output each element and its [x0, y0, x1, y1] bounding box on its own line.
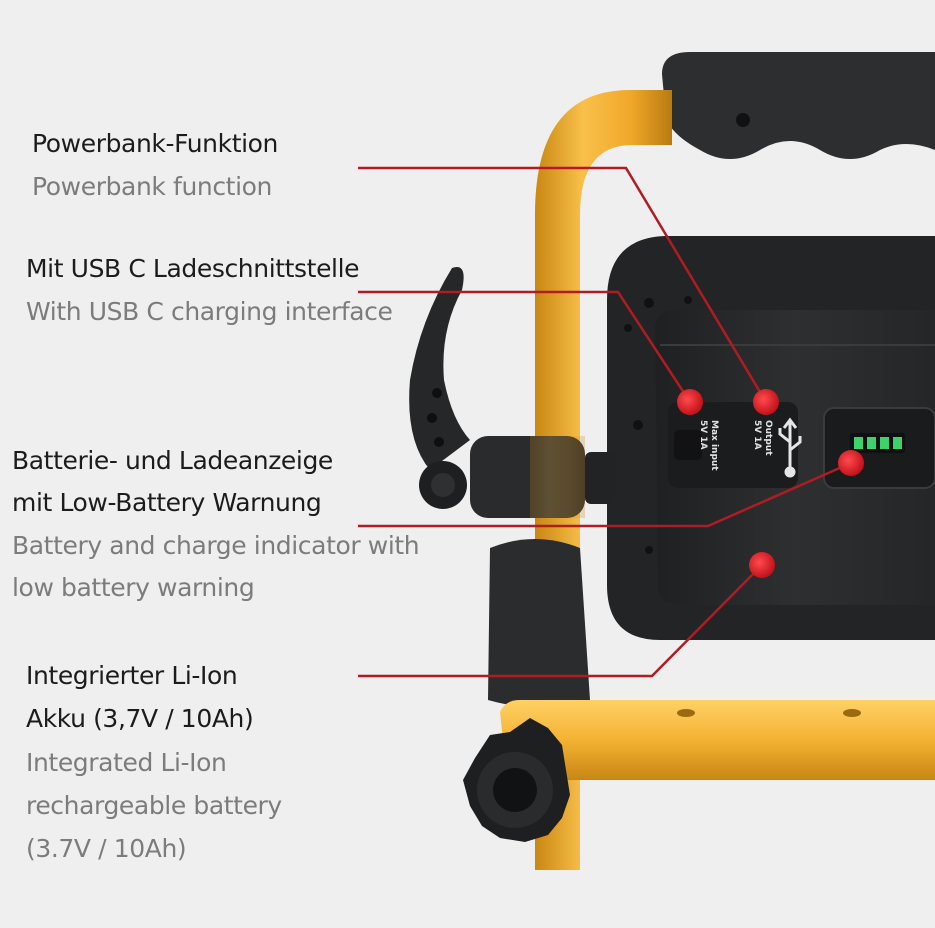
callout-line-usb-c [358, 290, 692, 403]
callout-dot-powerbank [753, 389, 779, 415]
carry-handle [662, 52, 935, 159]
callout-dot-indicator [838, 450, 864, 476]
callout-indicator-de-line1: Batterie- und Ladeanzeige [12, 446, 333, 475]
callout-powerbank-en: Powerbank function [32, 172, 272, 201]
callout-indicator-de-line2: mit Low-Battery Warnung [12, 488, 322, 517]
usb-icon [778, 417, 802, 478]
callout-line-indicator [358, 461, 852, 528]
callout-battery-de-line1: Integrierter Li-Ion [26, 661, 238, 690]
locking-knob [463, 718, 570, 842]
callout-line-powerbank [358, 166, 768, 403]
port-label-input: Max input 5V 1A [698, 420, 719, 471]
callout-usb-c-de: Mit USB C Ladeschnittstelle [26, 254, 360, 283]
callout-indicator-en-line1: Battery and charge indicator with [12, 531, 420, 560]
tilt-lever [409, 266, 470, 509]
callout-dot-battery [749, 552, 775, 578]
callout-line-battery [358, 564, 763, 678]
port-label-output: Output 5V 1A [752, 420, 773, 456]
svg-text:5V 1A: 5V 1A [752, 420, 762, 450]
frame-base [500, 700, 935, 780]
svg-text:5V 1A: 5V 1A [698, 420, 708, 450]
callout-powerbank-de: Powerbank-Funktion [32, 129, 278, 158]
port-cover [668, 402, 798, 488]
callout-usb-c-en: With USB C charging interface [26, 297, 393, 326]
callout-indicator-en-line2: low battery warning [12, 573, 255, 602]
lamp-housing [607, 236, 935, 640]
callout-battery-en-line3: (3.7V / 10Ah) [26, 834, 187, 863]
battery-indicator-leds [850, 433, 905, 453]
callout-battery-de-line2: Akku (3,7V / 10Ah) [26, 704, 254, 733]
callout-dots [677, 389, 864, 578]
frame-joint [488, 539, 590, 708]
callout-dot-usb-c [677, 389, 703, 415]
svg-text:Output: Output [763, 420, 773, 456]
callout-battery-en-line1: Integrated Li-Ion [26, 748, 227, 777]
callout-battery-en-line2: rechargeable battery [26, 791, 282, 820]
pivot-joint [470, 436, 615, 518]
callout-lines [358, 166, 852, 678]
svg-text:Max input: Max input [709, 420, 719, 471]
